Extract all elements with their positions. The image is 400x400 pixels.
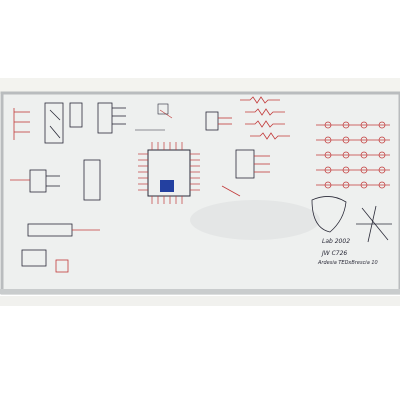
erased-smudge [190, 200, 320, 240]
antenna-sketch [311, 196, 392, 243]
schematic-top-left [13, 108, 30, 140]
resistor-rows [240, 96, 290, 140]
wall-top [0, 78, 400, 94]
right-note-1: Lab 2002 [322, 238, 351, 245]
led-array [316, 121, 390, 189]
right-note-3: Ardesia TEDxBrescia 10 [318, 260, 378, 266]
microcontroller-chip [135, 103, 200, 204]
wall-bottom [0, 296, 400, 306]
schematic-left-middle [10, 159, 101, 273]
regulator-block [205, 111, 270, 197]
right-note-2: JW C726 [322, 250, 348, 257]
chip-blue-block [160, 180, 174, 192]
marker-tray [0, 289, 400, 294]
block-diagram-top [44, 102, 126, 144]
